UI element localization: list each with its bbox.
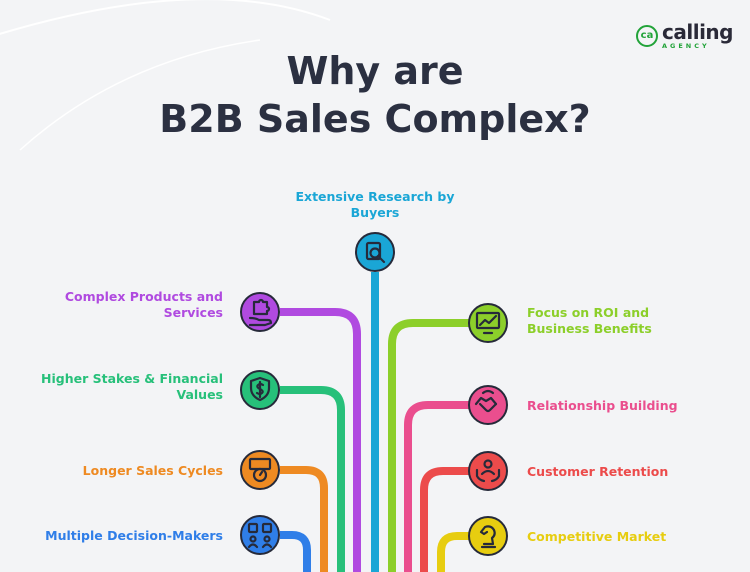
- brand-name: calling: [662, 20, 733, 44]
- roi-label-line-2: Business Benefits: [527, 321, 652, 336]
- research-label: Extensive Research by Buyers: [290, 189, 460, 221]
- stakes-node: [240, 370, 280, 410]
- cycles-node: [240, 450, 280, 490]
- competitive-connector: [437, 532, 470, 572]
- relationship-node: [468, 385, 508, 425]
- products-label-line-2: Services: [163, 305, 223, 320]
- stakes-label-line-2: Values: [176, 387, 223, 402]
- customer-hands-icon: [475, 459, 501, 483]
- decision-label: Multiple Decision-Makers: [20, 528, 223, 544]
- roi-connector: [388, 319, 470, 572]
- retention-node: [468, 451, 508, 491]
- competitive-label: Competitive Market: [527, 529, 727, 545]
- stakes-label: Higher Stakes & Financial Values: [20, 371, 223, 403]
- competitive-label-line-1: Competitive Market: [527, 529, 667, 544]
- brand-logo: ca calling AGENCY: [636, 22, 733, 50]
- research-node: [355, 232, 395, 272]
- roi-label-line-1: Focus on ROI and: [527, 305, 650, 320]
- research-label-line-2: Buyers: [350, 205, 400, 220]
- page-title-line-1: Why are: [286, 49, 464, 93]
- brand-mark-icon: ca: [636, 24, 658, 47]
- magnifier-document-icon: [365, 241, 386, 264]
- roi-node: [468, 303, 508, 343]
- relationship-connector: [404, 401, 470, 572]
- people-checklist-icon: [247, 522, 273, 549]
- cycles-label: Longer Sales Cycles: [40, 463, 223, 479]
- roi-label: Focus on ROI and Business Benefits: [527, 305, 727, 337]
- chess-knight-icon: [479, 525, 497, 549]
- stopwatch-calendar-icon: [248, 457, 272, 483]
- decision-label-line-1: Multiple Decision-Makers: [45, 528, 223, 543]
- growth-chart-icon: [475, 311, 501, 335]
- relationship-label-line-1: Relationship Building: [527, 398, 678, 413]
- dollar-shield-icon: [249, 376, 271, 402]
- retention-label: Customer Retention: [527, 464, 727, 480]
- brand-tagline: AGENCY: [662, 42, 710, 50]
- research-label-line-1: Extensive Research by: [295, 189, 455, 204]
- products-label-line-1: Complex Products and: [64, 289, 223, 304]
- page-title-line-2: B2B Sales Complex?: [159, 97, 591, 141]
- cycles-connector: [280, 466, 328, 572]
- competitive-node: [468, 516, 508, 556]
- products-connector: [280, 308, 361, 572]
- stakes-connector: [280, 386, 345, 572]
- stakes-label-line-1: Higher Stakes & Financial: [41, 371, 223, 386]
- retention-label-line-1: Customer Retention: [527, 464, 669, 479]
- decision-connector: [280, 531, 311, 572]
- retention-connector: [420, 467, 470, 572]
- handshake-icon: [474, 389, 498, 413]
- relationship-label: Relationship Building: [527, 398, 727, 414]
- products-node: [240, 292, 280, 332]
- cycles-label-line-1: Longer Sales Cycles: [82, 463, 223, 478]
- products-label: Complex Products and Services: [40, 289, 223, 321]
- puzzle-hand-icon: [248, 298, 273, 327]
- decision-node: [240, 515, 280, 555]
